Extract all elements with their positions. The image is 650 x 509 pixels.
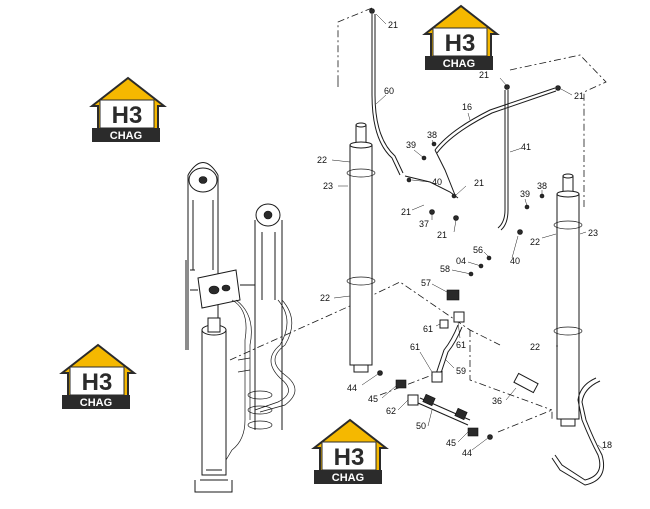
part-label: 39 <box>406 140 416 150</box>
part-label: 36 <box>492 396 502 406</box>
part-label: 22 <box>317 155 327 165</box>
part-label: 22 <box>530 342 540 352</box>
part-label: 60 <box>384 86 394 96</box>
logo-brand: H3 <box>82 369 113 396</box>
exploded-hoses <box>371 14 605 486</box>
watermark-logo: H3 CHAG <box>89 76 167 142</box>
fittings <box>369 8 561 440</box>
boundary-lines <box>229 7 607 433</box>
logo-text: CHAG <box>443 58 475 70</box>
part-label: 21 <box>401 207 411 217</box>
part-label: 22 <box>530 237 540 247</box>
part-label: 61 <box>423 324 433 334</box>
part-label: 16 <box>462 102 472 112</box>
logo-brand: H3 <box>445 30 476 57</box>
part-label: 56 <box>473 245 483 255</box>
part-label: 62 <box>386 406 396 416</box>
part-label: 21 <box>574 91 584 101</box>
part-label: 21 <box>437 230 447 240</box>
part-label: 37 <box>419 219 429 229</box>
part-label: 44 <box>347 383 357 393</box>
logo-brand: H3 <box>334 444 365 471</box>
part-label: 22 <box>320 293 330 303</box>
part-label: 38 <box>427 130 437 140</box>
part-label: 61 <box>410 342 420 352</box>
watermark-logo: H3 CHAG <box>422 4 500 70</box>
part-label: 23 <box>323 181 333 191</box>
part-label: 04 <box>456 256 466 266</box>
part-label: 23 <box>588 228 598 238</box>
cylinder-right <box>553 173 583 427</box>
part-label: 38 <box>537 181 547 191</box>
part-label: 59 <box>456 366 466 376</box>
part-label: 58 <box>440 264 450 274</box>
logo-text: CHAG <box>80 397 112 409</box>
part-labels: 21 21 21 60 16 38 39 41 40 21 22 23 21 3… <box>317 13 612 458</box>
part-label: 40 <box>432 177 442 187</box>
part-label: 57 <box>421 278 431 288</box>
logo-text: CHAG <box>332 472 364 484</box>
logo-brand: H3 <box>112 102 143 129</box>
part-label: 21 <box>479 70 489 80</box>
part-label: 39 <box>520 189 530 199</box>
part-label: 61 <box>456 340 466 350</box>
watermark-logo: H3 CHAG <box>59 343 137 409</box>
assembled-mast-view <box>185 162 296 493</box>
part-label: 40 <box>510 256 520 266</box>
part-label: 21 <box>474 178 484 188</box>
part-label: 45 <box>446 438 456 448</box>
logo-text: CHAG <box>110 130 142 142</box>
part-label: 50 <box>416 421 426 431</box>
part-label: 45 <box>368 394 378 404</box>
cylinder-left <box>346 122 376 373</box>
part-label: 44 <box>462 448 472 458</box>
watermark-logo: H3 CHAG <box>311 418 389 484</box>
part-label: 21 <box>388 20 398 30</box>
part-label: 18 <box>602 440 612 450</box>
part-label: 41 <box>521 142 531 152</box>
